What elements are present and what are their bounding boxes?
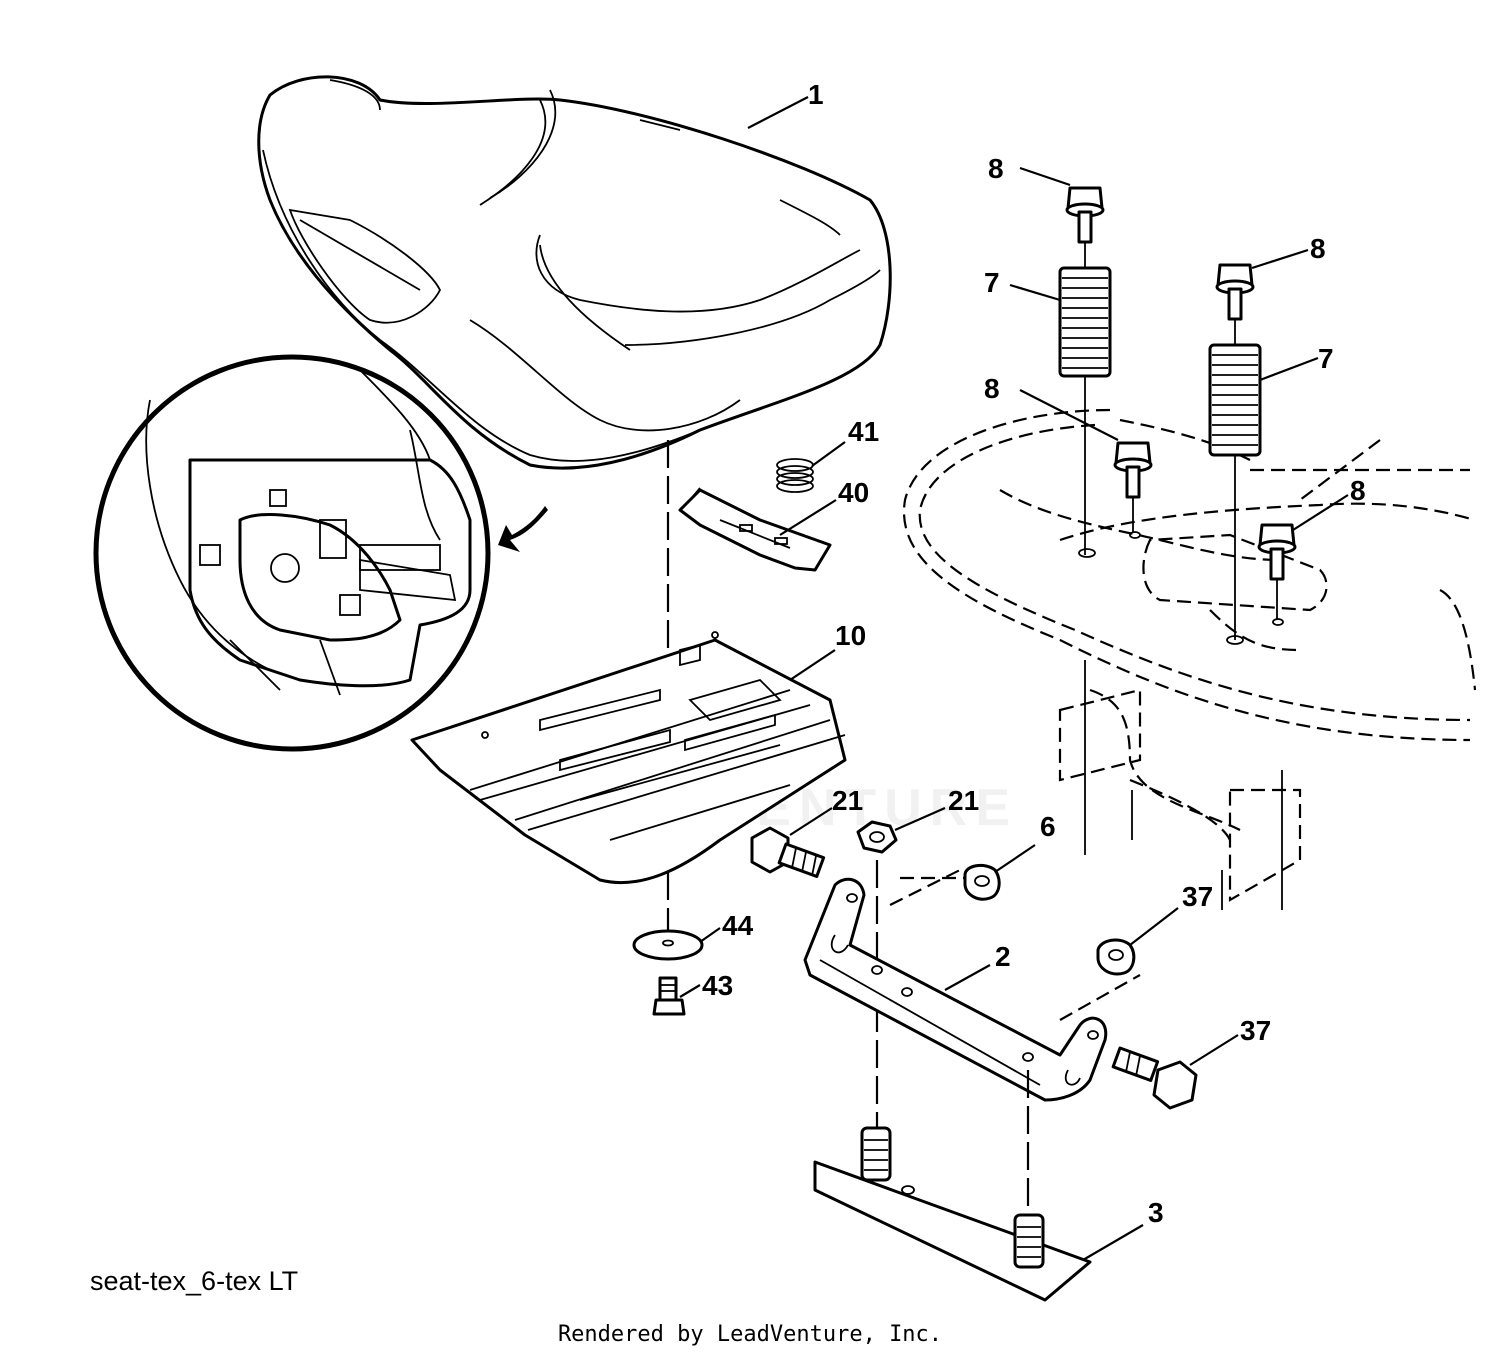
diagram-caption: seat-tex_6-tex LT <box>90 1266 299 1296</box>
bolt-21-b-part[interactable] <box>1111 1046 1198 1110</box>
callout-bolt-21-a: 21 <box>832 785 863 816</box>
seat-pan-part[interactable] <box>410 631 847 885</box>
bracket-part[interactable] <box>803 877 1108 1102</box>
callout-spacer-37-a: 6 <box>1040 811 1056 842</box>
callout-latch-40: 40 <box>838 477 869 508</box>
washer-44-part[interactable] <box>632 929 704 961</box>
bolt-8-a-part[interactable] <box>1065 186 1105 244</box>
callout-bolt-8-d: 8 <box>1350 475 1366 506</box>
render-credit: Rendered by LeadVenture, Inc. <box>557 1322 943 1347</box>
callout-bracket-2: 2 <box>995 941 1011 972</box>
callout-spring-41: 41 <box>848 416 879 447</box>
bolt-8-d-part[interactable] <box>1257 523 1297 581</box>
latch-clip-part[interactable] <box>678 487 832 572</box>
arrow-icon <box>498 506 548 552</box>
callout-pan-10: 10 <box>835 620 866 651</box>
frame-outline <box>902 408 1477 910</box>
callout-plate-3: 3 <box>1148 1197 1164 1228</box>
callout-spring-7-a: 7 <box>984 267 1000 298</box>
spacer-37-a-part[interactable] <box>963 863 1001 901</box>
detail-inset <box>93 354 491 752</box>
seat-part[interactable] <box>257 75 892 470</box>
callout-screw-43: 43 <box>702 970 733 1001</box>
callout-bolt-8-c: 8 <box>984 373 1000 404</box>
spacer-37-b-part[interactable] <box>1096 938 1136 976</box>
callout-seat: 1 <box>808 79 824 110</box>
plate-part[interactable] <box>813 1126 1092 1302</box>
callout-spacer-37-b: 37 <box>1182 881 1213 912</box>
callout-nut-6: 21 <box>948 785 979 816</box>
screw-43-part[interactable] <box>652 976 686 1016</box>
callout-bolt-8-b: 8 <box>1310 233 1326 264</box>
callout-washer-44: 44 <box>722 910 754 941</box>
callout-spring-7-b: 7 <box>1318 343 1334 374</box>
callout-bolt-21-b: 37 <box>1240 1015 1271 1046</box>
bolt-21-a-part[interactable] <box>750 826 826 878</box>
spring-7-b-part[interactable] <box>1208 343 1262 457</box>
bolt-8-c-part[interactable] <box>1113 441 1153 499</box>
bolt-8-b-part[interactable] <box>1215 263 1255 321</box>
spring-41-part[interactable] <box>776 458 814 493</box>
spring-7-a-part[interactable] <box>1058 266 1112 378</box>
nut-6-part[interactable] <box>856 820 898 854</box>
callout-bolt-8-a: 8 <box>988 153 1004 184</box>
